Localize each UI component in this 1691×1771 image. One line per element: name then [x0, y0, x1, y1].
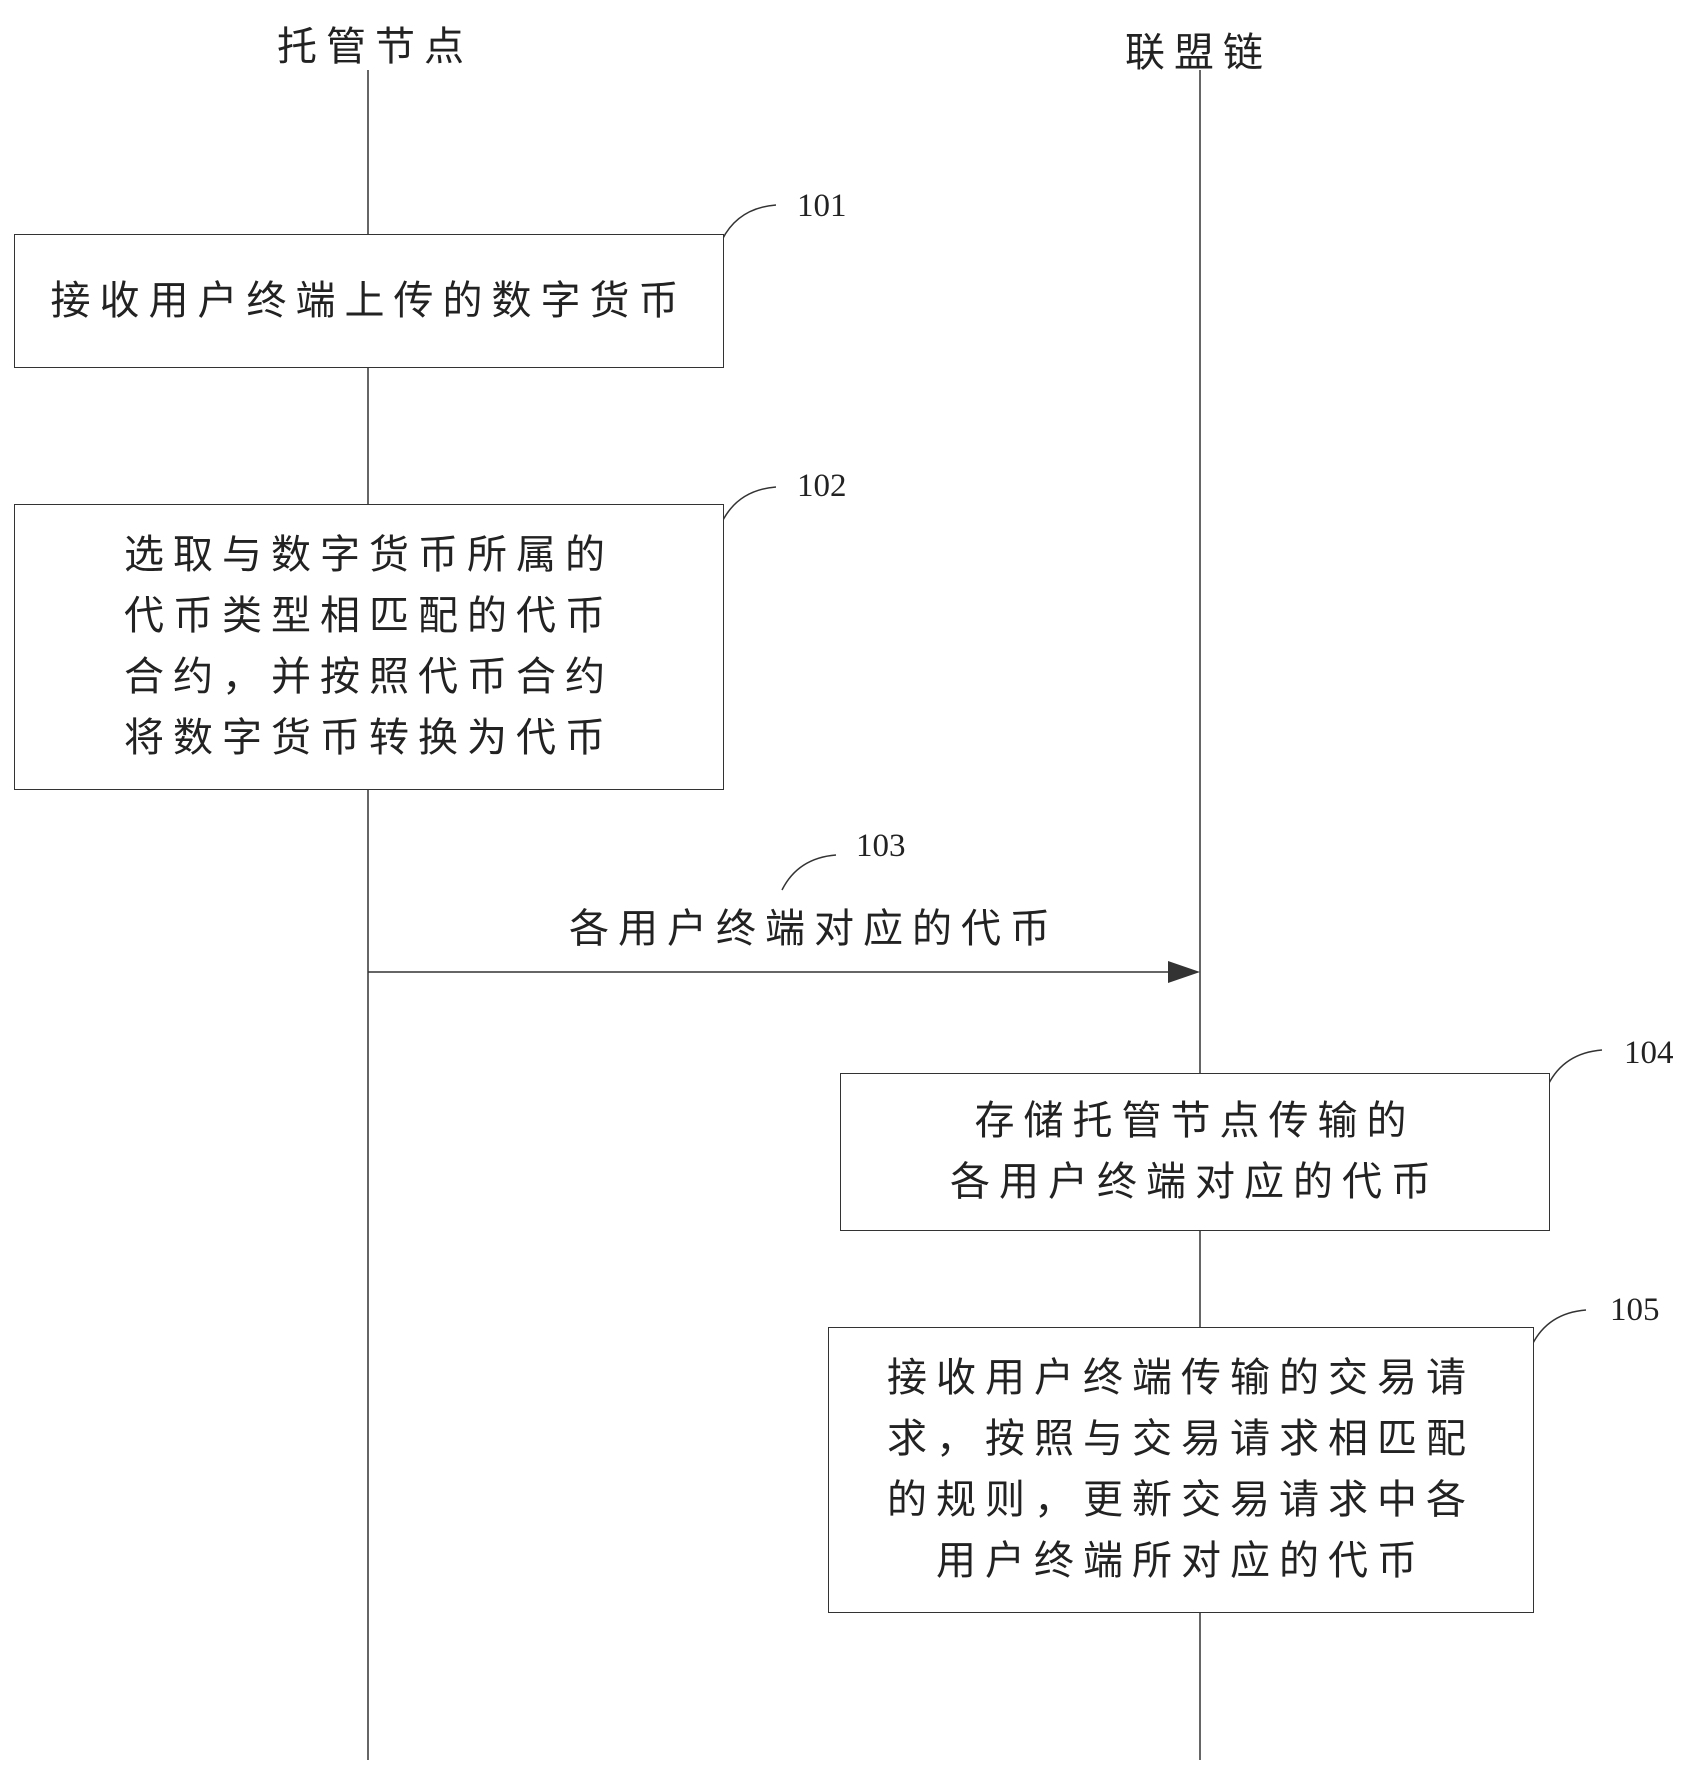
step-104-box: 存储托管节点传输的 各用户终端对应的代币 — [840, 1073, 1550, 1231]
step-105-text: 接收用户终端传输的交易请 求，按照与交易请求相匹配 的规则，更新交易请求中各 用… — [887, 1355, 1475, 1584]
step-103-number: 103 — [856, 828, 906, 864]
step-103-message-label: 各用户终端对应的代币 — [569, 906, 1059, 952]
step-105-box: 接收用户终端传输的交易请 求，按照与交易请求相匹配 的规则，更新交易请求中各 用… — [828, 1327, 1534, 1613]
custody-node-label: 托管节点 — [277, 24, 473, 70]
step-104-number: 104 — [1624, 1035, 1674, 1071]
step-104-text: 存储托管节点传输的 各用户终端对应的代币 — [950, 1098, 1440, 1205]
step-101-text: 接收用户终端上传的数字货币 — [50, 277, 688, 324]
step-101-box: 接收用户终端上传的数字货币 — [14, 234, 724, 368]
step-101-number: 101 — [797, 188, 847, 224]
consortium-chain-label: 联盟链 — [1125, 30, 1272, 76]
step-102-box: 选取与数字货币所属的 代币类型相匹配的代币 合约，并按照代币合约 将数字货币转换… — [14, 504, 724, 790]
step-103-leader — [781, 854, 837, 891]
step-104-leader — [1547, 1049, 1603, 1086]
arrowhead-icon — [1168, 961, 1200, 983]
step-102-number: 102 — [797, 468, 847, 504]
step-105-number: 105 — [1610, 1292, 1660, 1328]
step-101-leader — [721, 204, 777, 241]
step-105-leader — [1531, 1309, 1587, 1346]
step-102-leader — [721, 486, 777, 523]
step-102-text: 选取与数字货币所属的 代币类型相匹配的代币 合约，并按照代币合约 将数字货币转换… — [124, 532, 614, 761]
